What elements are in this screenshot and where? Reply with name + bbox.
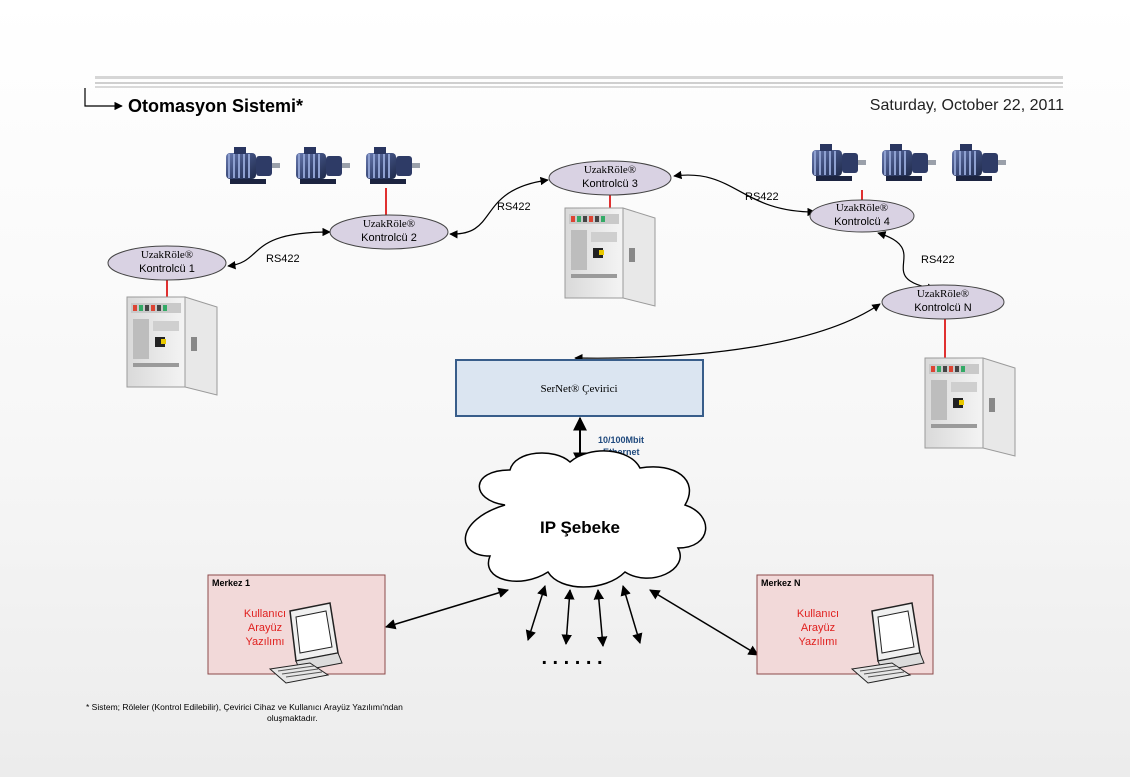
link-label: RS422 bbox=[745, 191, 779, 203]
converter-box: SerNet® Çevirici bbox=[455, 359, 704, 417]
center-link bbox=[620, 584, 643, 645]
ip-network-cloud: IP Şebeke bbox=[464, 450, 707, 588]
controller-3: UzakRöle® Kontrolcü 3 bbox=[548, 160, 672, 196]
motor-group-left bbox=[226, 147, 420, 184]
motor-icon bbox=[812, 144, 866, 181]
motor-icon bbox=[296, 147, 350, 184]
software-label: Yazılımı bbox=[246, 636, 285, 648]
link-label: RS422 bbox=[921, 254, 955, 266]
header-rule bbox=[95, 86, 1063, 88]
center-link bbox=[384, 587, 510, 630]
controller-4: UzakRöle® Kontrolcü 4 bbox=[809, 199, 915, 233]
center-link bbox=[649, 589, 759, 656]
center-title: Merkez 1 bbox=[212, 578, 250, 588]
software-label: Arayüz bbox=[248, 622, 282, 634]
controller-1: UzakRöle® Kontrolcü 1 bbox=[107, 245, 227, 281]
header-date: Saturday, October 22, 2011 bbox=[870, 97, 1064, 114]
controller-brand: UzakRöle® bbox=[363, 218, 415, 230]
controller-brand: UzakRöle® bbox=[917, 288, 969, 300]
controller-name: Kontrolcü 2 bbox=[361, 232, 417, 244]
relay-cabinet-icon bbox=[126, 296, 218, 396]
controller-name: Kontrolcü 3 bbox=[582, 178, 638, 190]
center-link bbox=[525, 584, 548, 642]
ethernet-speed: 10/100Mbit bbox=[598, 435, 644, 445]
footnote-continued: oluşmaktadır. bbox=[267, 713, 318, 723]
motor-icon bbox=[882, 144, 936, 181]
page-title: Otomasyon Sistemi* bbox=[128, 96, 303, 116]
controller-brand: UzakRöle® bbox=[584, 164, 636, 176]
software-label: Arayüz bbox=[801, 622, 835, 634]
motor-icon bbox=[366, 147, 420, 184]
controller-name: Kontrolcü N bbox=[914, 302, 972, 314]
controller-name: Kontrolcü 1 bbox=[139, 263, 195, 275]
footnote: * Sistem; Röleler (Kontrol Edilebilir), … bbox=[86, 702, 403, 712]
center-link bbox=[561, 588, 575, 646]
network-label: IP Şebeke bbox=[540, 518, 620, 537]
motor-group-right bbox=[812, 144, 1006, 181]
converter-label: SerNet® Çevirici bbox=[540, 383, 617, 395]
rs422-links bbox=[227, 170, 936, 363]
converter-link bbox=[574, 303, 881, 363]
motor-icon bbox=[226, 147, 280, 184]
link-label: RS422 bbox=[497, 201, 531, 213]
controller-n: UzakRöle® Kontrolcü N bbox=[881, 284, 1005, 320]
center-n: Merkez N Kullanıcı Arayüz Yazılımı bbox=[756, 574, 934, 684]
relay-cabinet-icon bbox=[564, 207, 656, 307]
header: Otomasyon Sistemi* Saturday, October 22,… bbox=[84, 76, 1064, 116]
rs422-link bbox=[227, 227, 331, 270]
header-arrow-icon bbox=[84, 88, 123, 111]
software-label: Kullanıcı bbox=[797, 608, 839, 620]
software-label: Kullanıcı bbox=[244, 608, 286, 620]
header-rule bbox=[95, 82, 1063, 84]
center-1: Merkez 1 Kullanıcı Arayüz Yazılımı bbox=[207, 574, 386, 684]
center-links bbox=[384, 584, 759, 656]
link-label: RS422 bbox=[266, 253, 300, 265]
relay-cabinet-icon bbox=[924, 357, 1016, 457]
rs422-link bbox=[449, 176, 549, 239]
rs422-link bbox=[673, 170, 816, 217]
controller-2: UzakRöle® Kontrolcü 2 bbox=[329, 214, 449, 250]
controller-brand: UzakRöle® bbox=[141, 249, 193, 261]
controller-name: Kontrolcü 4 bbox=[834, 216, 890, 228]
center-link bbox=[593, 588, 608, 648]
software-label: Yazılımı bbox=[799, 636, 838, 648]
ellipsis: . . . . . . bbox=[541, 647, 602, 669]
center-title: Merkez N bbox=[761, 578, 801, 588]
red-connectors bbox=[166, 188, 946, 358]
motor-icon bbox=[952, 144, 1006, 181]
ethernet-label: Ethernet bbox=[603, 447, 640, 457]
rs422-link bbox=[877, 231, 936, 292]
header-rule bbox=[95, 76, 1063, 79]
controller-brand: UzakRöle® bbox=[836, 202, 888, 214]
